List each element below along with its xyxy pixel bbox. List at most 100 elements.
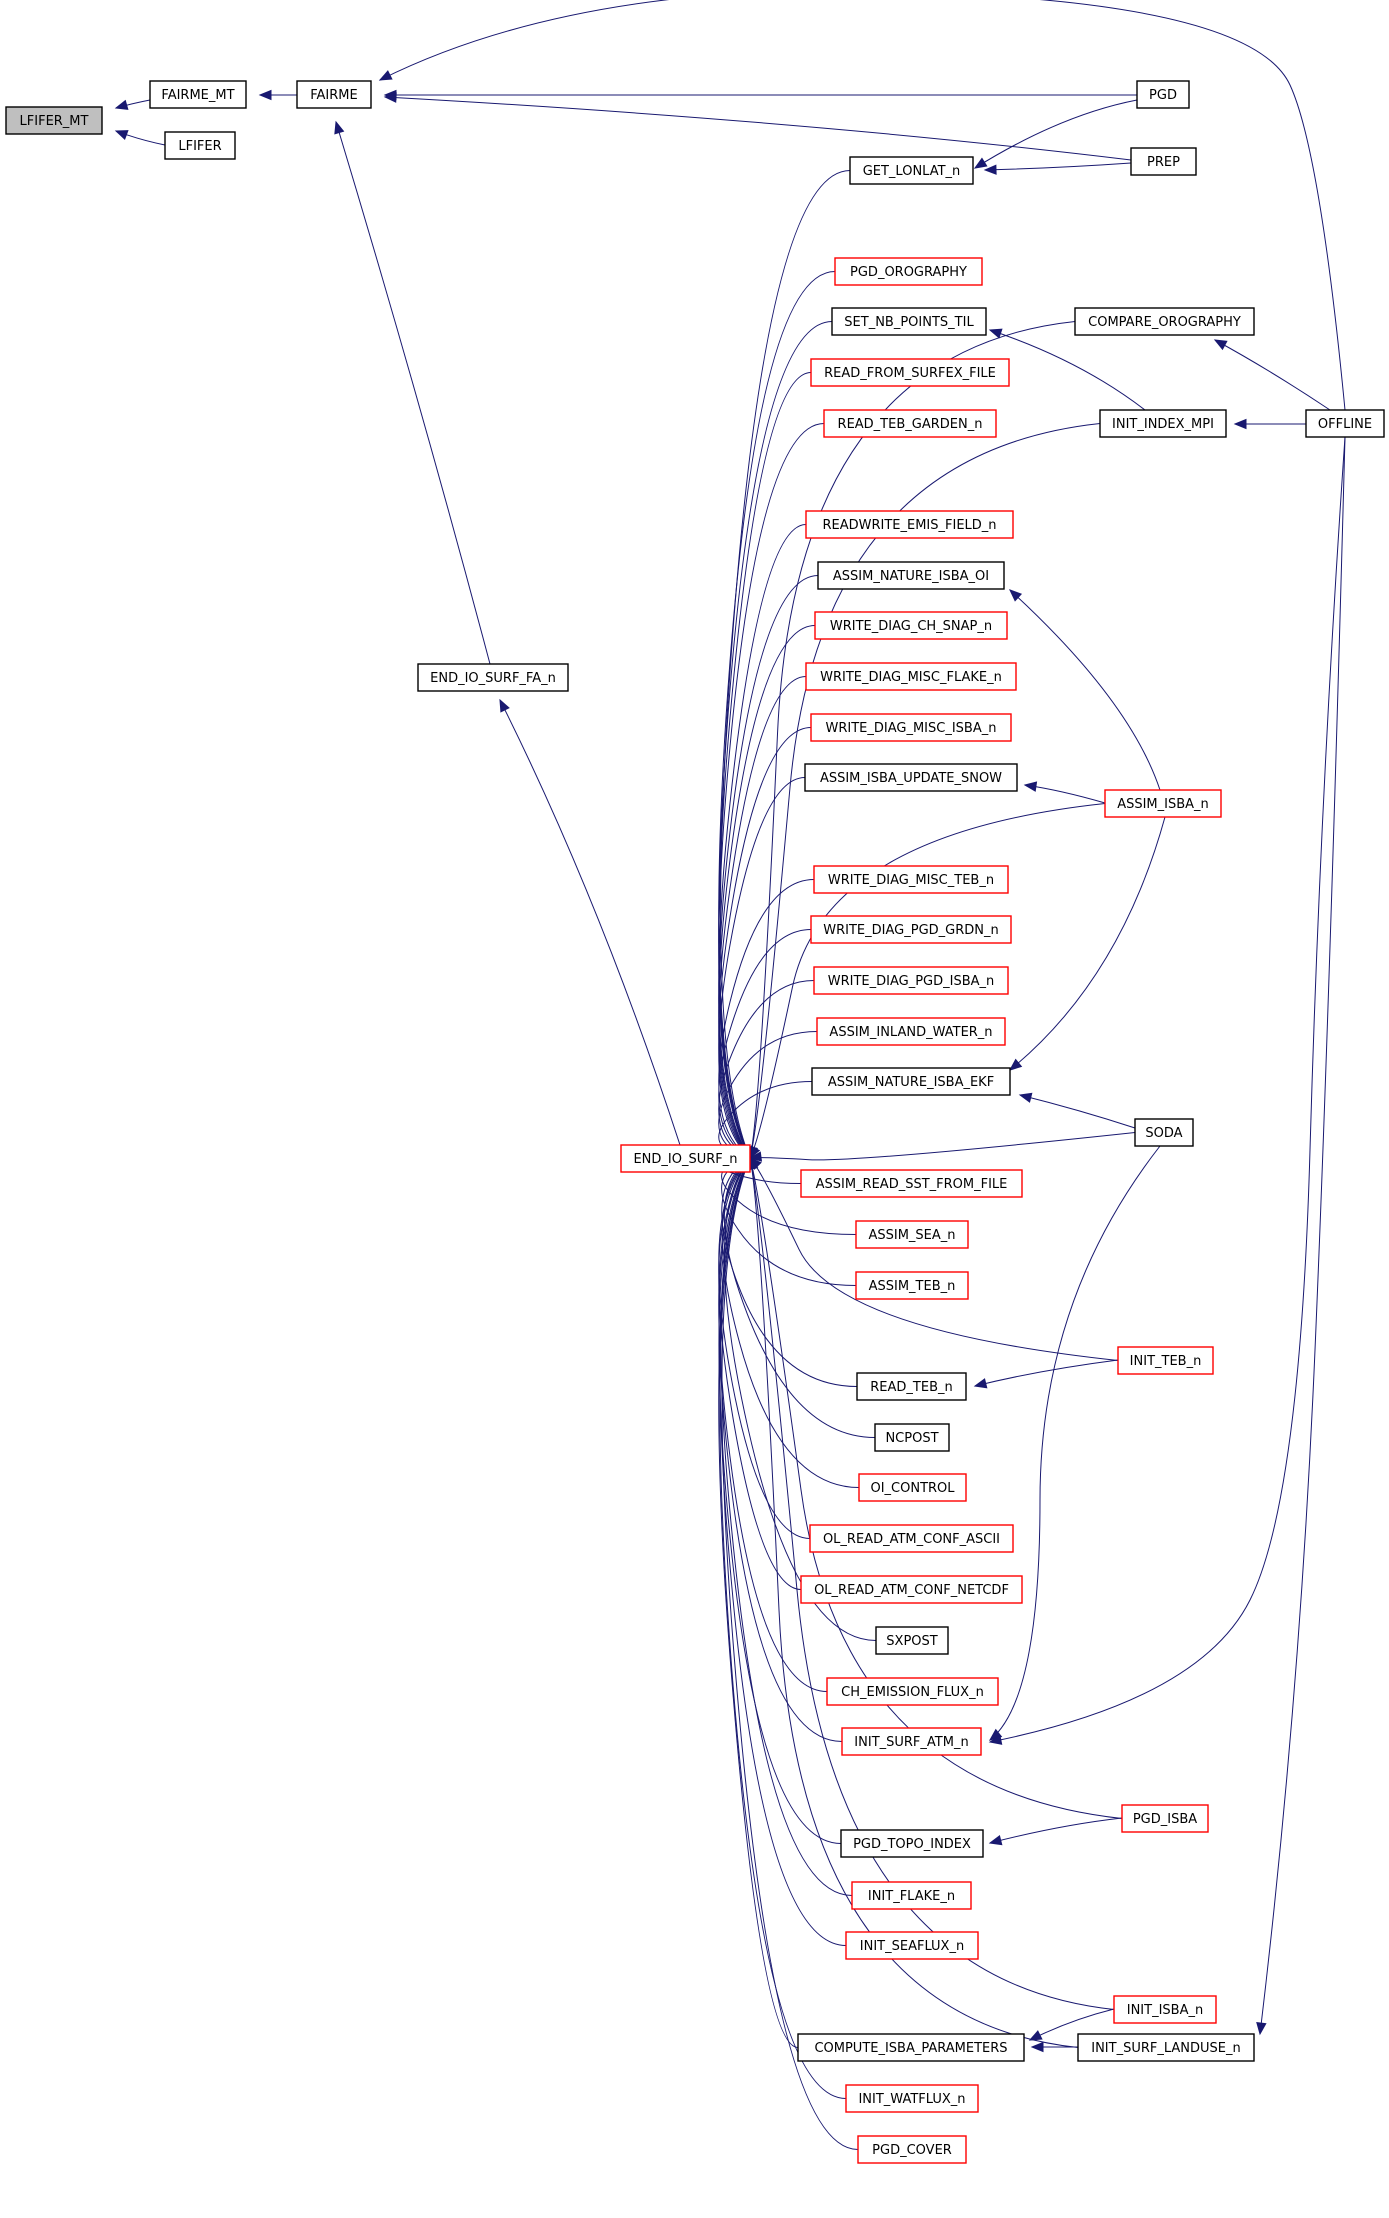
node-box xyxy=(810,915,1012,944)
node-ol-read-atm-conf-ascii[interactable]: OL_READ_ATM_CONF_ASCII xyxy=(809,1524,1014,1553)
node-label: NCPOST xyxy=(885,1431,938,1446)
node-init-index-mpi[interactable]: INIT_INDEX_MPI xyxy=(1099,409,1227,438)
node-init-flake-n[interactable]: INIT_FLAKE_n xyxy=(851,1881,972,1910)
node-label: FAIRME_MT xyxy=(161,88,234,103)
node-write-diag-ch-snap-n[interactable]: WRITE_DIAG_CH_SNAP_n xyxy=(814,611,1008,640)
node-assim-nature-isba-oi[interactable]: ASSIM_NATURE_ISBA_OI xyxy=(817,561,1005,590)
node-readwrite-emis-field-n[interactable]: READWRITE_EMIS_FIELD_n xyxy=(805,510,1014,539)
node-compute-isba-parameters[interactable]: COMPUTE_ISBA_PARAMETERS xyxy=(797,2033,1025,2062)
node-write-diag-misc-isba-n[interactable]: WRITE_DIAG_MISC_ISBA_n xyxy=(810,713,1012,742)
node-end-io-surf-fa-n[interactable]: END_IO_SURF_FA_n xyxy=(417,663,569,692)
node-assim-isba-n[interactable]: ASSIM_ISBA_n xyxy=(1104,789,1222,818)
node-box xyxy=(1099,409,1227,438)
node-write-diag-misc-teb-n[interactable]: WRITE_DIAG_MISC_TEB_n xyxy=(813,865,1009,894)
edge-line xyxy=(749,803,1106,1159)
node-box xyxy=(834,257,983,286)
node-label: PGD_ISBA xyxy=(1133,1812,1197,1827)
node-box xyxy=(1121,1804,1209,1833)
node-label: SXPOST xyxy=(886,1634,937,1649)
node-compare-orography[interactable]: COMPARE_OROGRAPHY xyxy=(1074,307,1255,336)
edge-init_surf_atm_n-to-end_io_surf_n xyxy=(718,1156,843,1742)
node-lfifer-mt[interactable]: LFIFER_MT xyxy=(5,106,103,135)
node-pgd-orography[interactable]: PGD_OROGRAPHY xyxy=(834,257,983,286)
node-box xyxy=(149,80,247,109)
edge-line xyxy=(721,1157,860,1488)
node-init-watflux-n[interactable]: INIT_WATFLUX_n xyxy=(845,2084,979,2113)
node-label: OI_CONTROL xyxy=(870,1481,955,1496)
node-lfifer[interactable]: LFIFER xyxy=(164,131,236,160)
node-box xyxy=(810,713,1012,742)
node-oi-control[interactable]: OI_CONTROL xyxy=(858,1473,967,1502)
node-assim-inland-water-n[interactable]: ASSIM_INLAND_WATER_n xyxy=(816,1017,1006,1046)
node-write-diag-pgd-isba-n[interactable]: WRITE_DIAG_PGD_ISBA_n xyxy=(813,966,1009,995)
node-assim-sea-n[interactable]: ASSIM_SEA_n xyxy=(855,1220,969,1249)
edge-sxpost-to-end_io_surf_n xyxy=(724,1157,877,1641)
edge-line xyxy=(1214,339,1331,411)
node-label: OL_READ_ATM_CONF_NETCDF xyxy=(814,1583,1009,1598)
node-label: INIT_WATFLUX_n xyxy=(858,2092,965,2107)
edge-offline-to-fairme xyxy=(378,0,1346,411)
node-fairme[interactable]: FAIRME xyxy=(296,80,372,109)
node-box xyxy=(875,1626,949,1655)
node-assim-isba-update-snow[interactable]: ASSIM_ISBA_UPDATE_SNOW xyxy=(804,763,1018,792)
node-label: PGD_COVER xyxy=(872,2143,952,2158)
node-pgd-isba[interactable]: PGD_ISBA xyxy=(1121,1804,1209,1833)
node-ncpost[interactable]: NCPOST xyxy=(874,1423,950,1452)
node-box xyxy=(1113,1995,1217,2024)
node-read-teb-n[interactable]: READ_TEB_n xyxy=(856,1372,967,1401)
edge-line xyxy=(1009,589,1161,791)
edge-line xyxy=(1259,436,1346,2035)
node-box xyxy=(800,1575,1023,1604)
node-sxpost[interactable]: SXPOST xyxy=(875,1626,949,1655)
edge-assim_isba_n-to-assim_nature_isba_ekf xyxy=(1008,816,1166,1071)
node-read-from-surfex-file[interactable]: READ_FROM_SURFEX_FILE xyxy=(810,358,1010,387)
node-pgd[interactable]: PGD xyxy=(1136,80,1190,109)
node-set-nb-points-til[interactable]: SET_NB_POINTS_TIL xyxy=(831,307,987,336)
edge-lfifer-to-lfifer_mt xyxy=(114,130,166,146)
edge-assim_isba_n-to-assim_nature_isba_oi xyxy=(1009,589,1161,791)
arrowhead xyxy=(334,120,345,135)
node-box xyxy=(814,611,1008,640)
node-layer: LFIFER_MT FAIRME_MT LFIFER FAIRME PGD PREP GET… xyxy=(5,80,1385,2164)
edge-line xyxy=(989,329,1146,411)
arrowhead xyxy=(983,164,997,175)
node-assim-teb-n[interactable]: ASSIM_TEB_n xyxy=(855,1271,969,1300)
node-ch-emission-flux-n[interactable]: CH_EMISSION_FLUX_n xyxy=(826,1677,999,1706)
node-get-lonlat-n[interactable]: GET_LONLAT_n xyxy=(849,156,974,185)
edge-line xyxy=(719,1157,847,2099)
node-write-diag-pgd-grdn-n[interactable]: WRITE_DIAG_PGD_GRDN_n xyxy=(810,915,1012,944)
node-label: INIT_SURF_ATM_n xyxy=(854,1735,968,1750)
node-pgd-cover[interactable]: PGD_COVER xyxy=(857,2135,967,2164)
node-label: ASSIM_TEB_n xyxy=(869,1279,956,1294)
edge-line xyxy=(989,1817,1123,1844)
node-ol-read-atm-conf-netcdf[interactable]: OL_READ_ATM_CONF_NETCDF xyxy=(800,1575,1023,1604)
arrowhead xyxy=(1030,2041,1044,2053)
node-offline[interactable]: OFFLINE xyxy=(1305,409,1385,438)
edge-pgd-to-fairme xyxy=(383,89,1137,101)
edge-line xyxy=(749,1157,1119,1361)
edge-assim_isba_n-to-assim_isba_update_snow xyxy=(1023,781,1106,804)
node-end-io-surf-n[interactable]: END_IO_SURF_n xyxy=(620,1144,751,1173)
node-assim-nature-isba-ekf[interactable]: ASSIM_NATURE_ISBA_EKF xyxy=(811,1067,1011,1096)
node-fairme-mt[interactable]: FAIRME_MT xyxy=(149,80,247,109)
edge-line xyxy=(984,162,1132,171)
node-init-seaflux-n[interactable]: INIT_SEAFLUX_n xyxy=(845,1931,979,1960)
node-pgd-topo-index[interactable]: PGD_TOPO_INDEX xyxy=(840,1829,984,1858)
node-init-isba-n[interactable]: INIT_ISBA_n xyxy=(1113,1995,1217,2024)
node-init-teb-n[interactable]: INIT_TEB_n xyxy=(1117,1346,1214,1375)
node-label: PREP xyxy=(1147,155,1180,170)
node-assim-read-sst-from-file[interactable]: ASSIM_READ_SST_FROM_FILE xyxy=(800,1169,1023,1198)
edge-pgd_isba-to-pgd_topo_index xyxy=(988,1817,1123,1846)
node-write-diag-misc-flake-n[interactable]: WRITE_DIAG_MISC_FLAKE_n xyxy=(805,662,1017,691)
edge-ch_emission_flux_n-to-end_io_surf_n xyxy=(718,1156,828,1692)
edge-line xyxy=(749,1157,1115,2010)
node-label: SODA xyxy=(1145,1126,1182,1141)
node-label: ASSIM_ISBA_n xyxy=(1117,797,1209,812)
node-read-teb-garden-n[interactable]: READ_TEB_GARDEN_n xyxy=(823,409,997,438)
node-prep[interactable]: PREP xyxy=(1130,147,1197,176)
node-soda[interactable]: SODA xyxy=(1134,1118,1194,1147)
node-init-surf-landuse-n[interactable]: INIT_SURF_LANDUSE_n xyxy=(1077,2033,1255,2062)
node-label: END_IO_SURF_FA_n xyxy=(430,671,556,686)
arrowhead xyxy=(749,1145,761,1160)
node-init-surf-atm-n[interactable]: INIT_SURF_ATM_n xyxy=(841,1727,982,1756)
